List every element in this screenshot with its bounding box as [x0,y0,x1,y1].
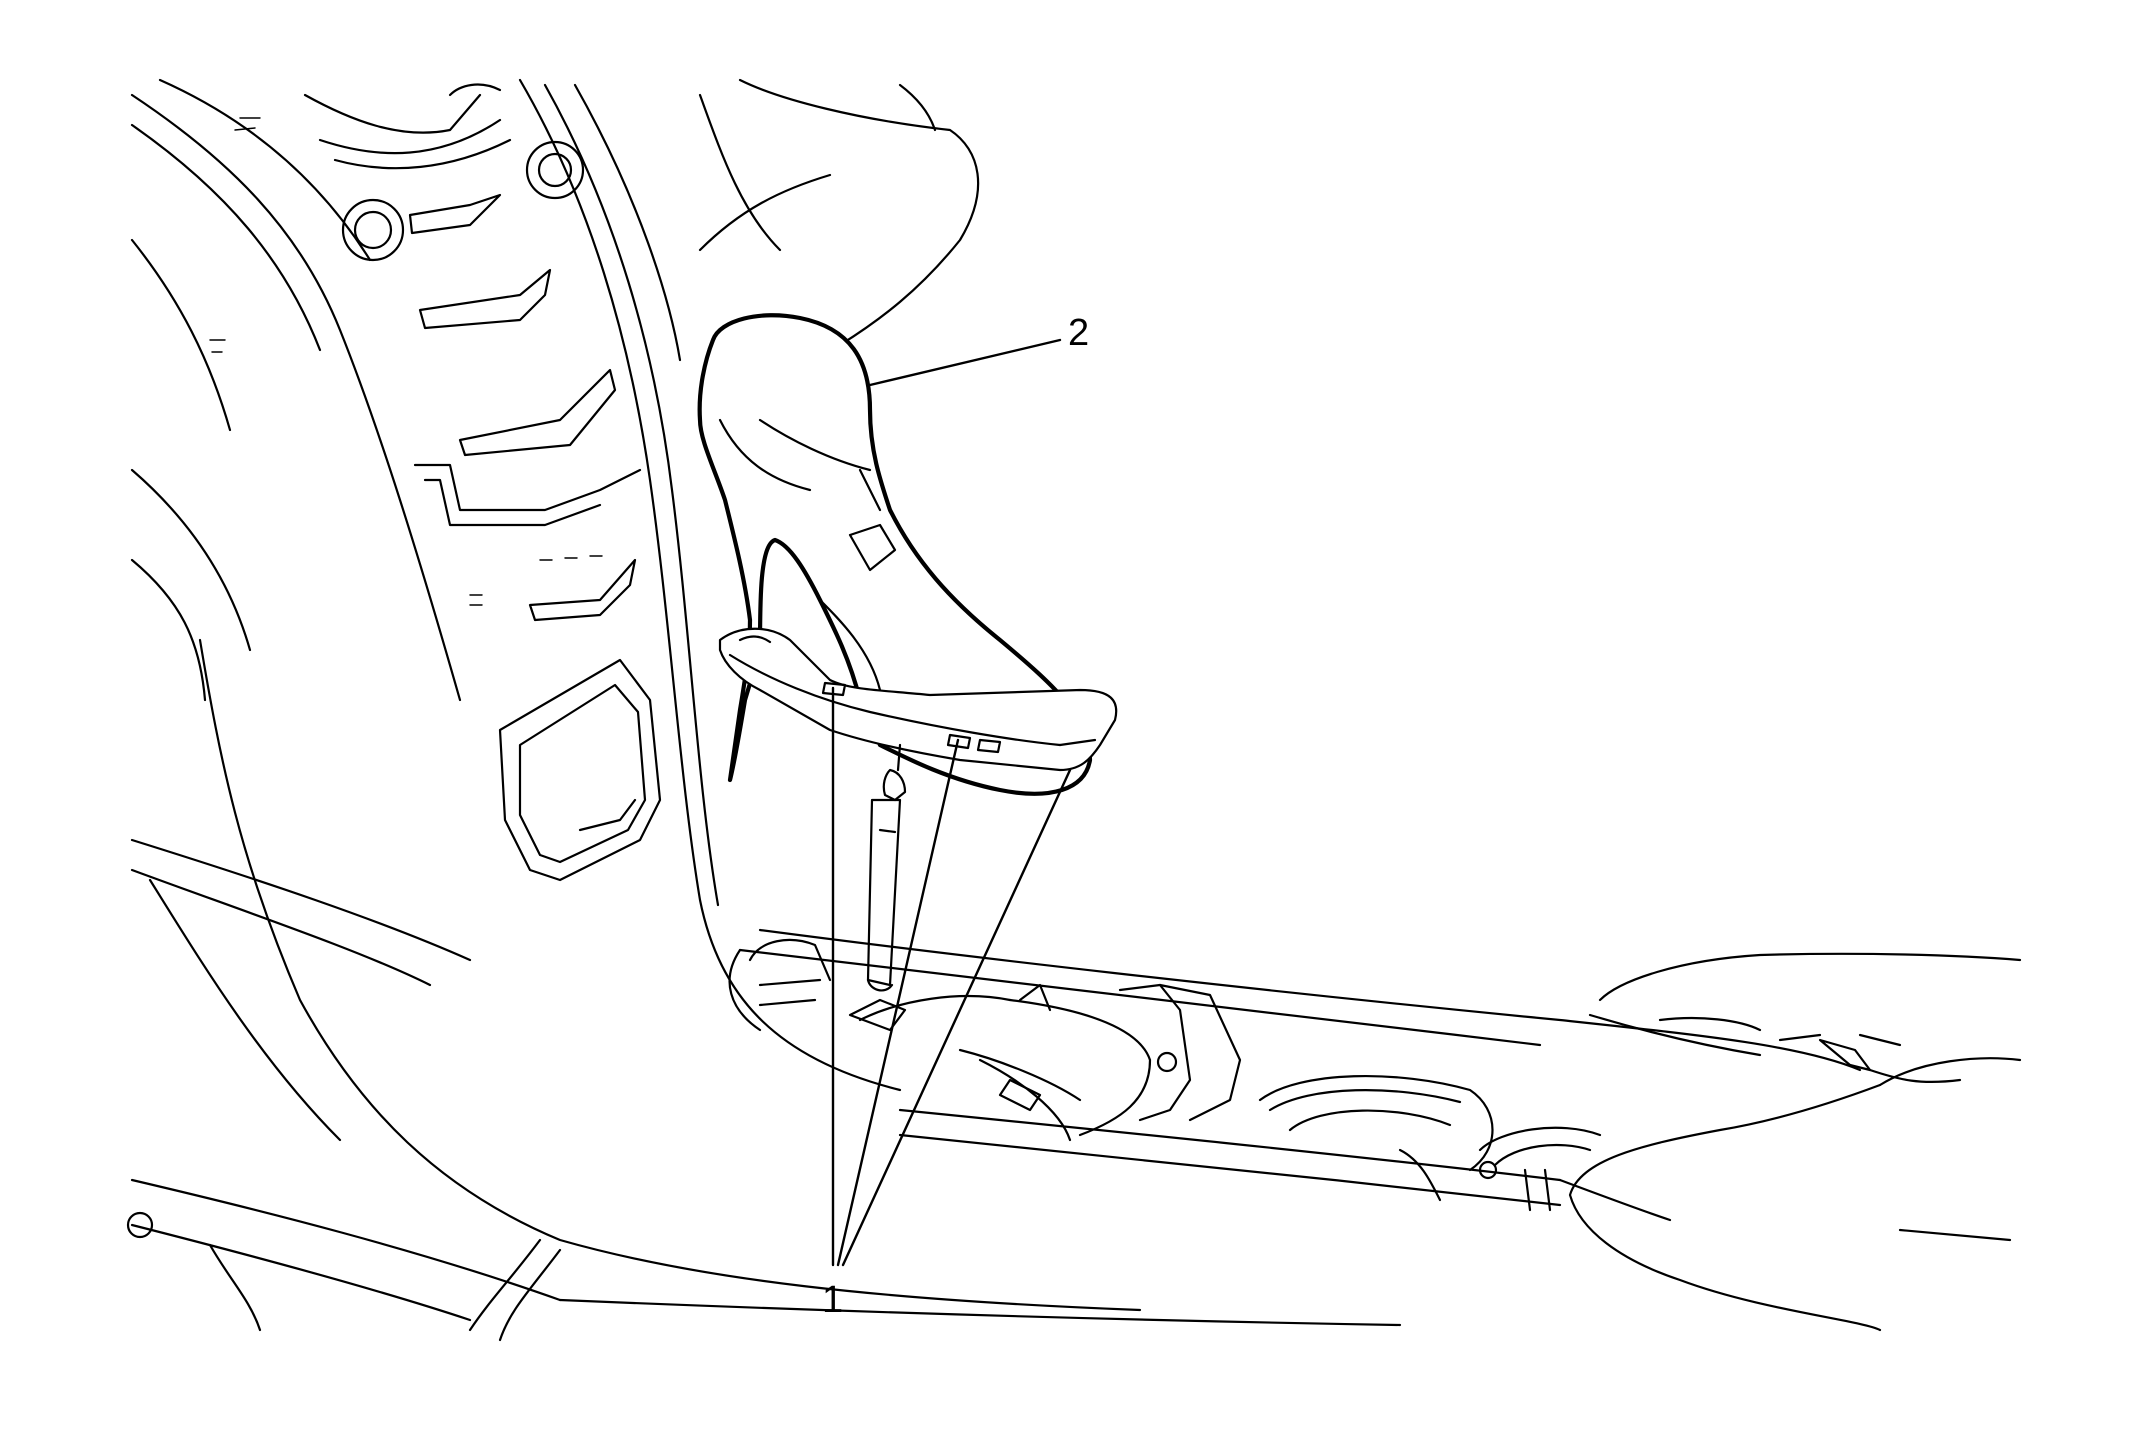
leader-1c [841,768,1072,1267]
callout-label-1: 1 [822,1279,843,1321]
center-stack [126,78,1402,1342]
callout-label-2: 2 [1068,312,1089,354]
callout-leaders [831,338,1072,1267]
leader-2 [868,338,1062,387]
shift-bezel [718,627,1118,772]
center-console [728,928,2022,1332]
trim-tool [866,743,907,992]
leader-1b [836,738,960,1267]
